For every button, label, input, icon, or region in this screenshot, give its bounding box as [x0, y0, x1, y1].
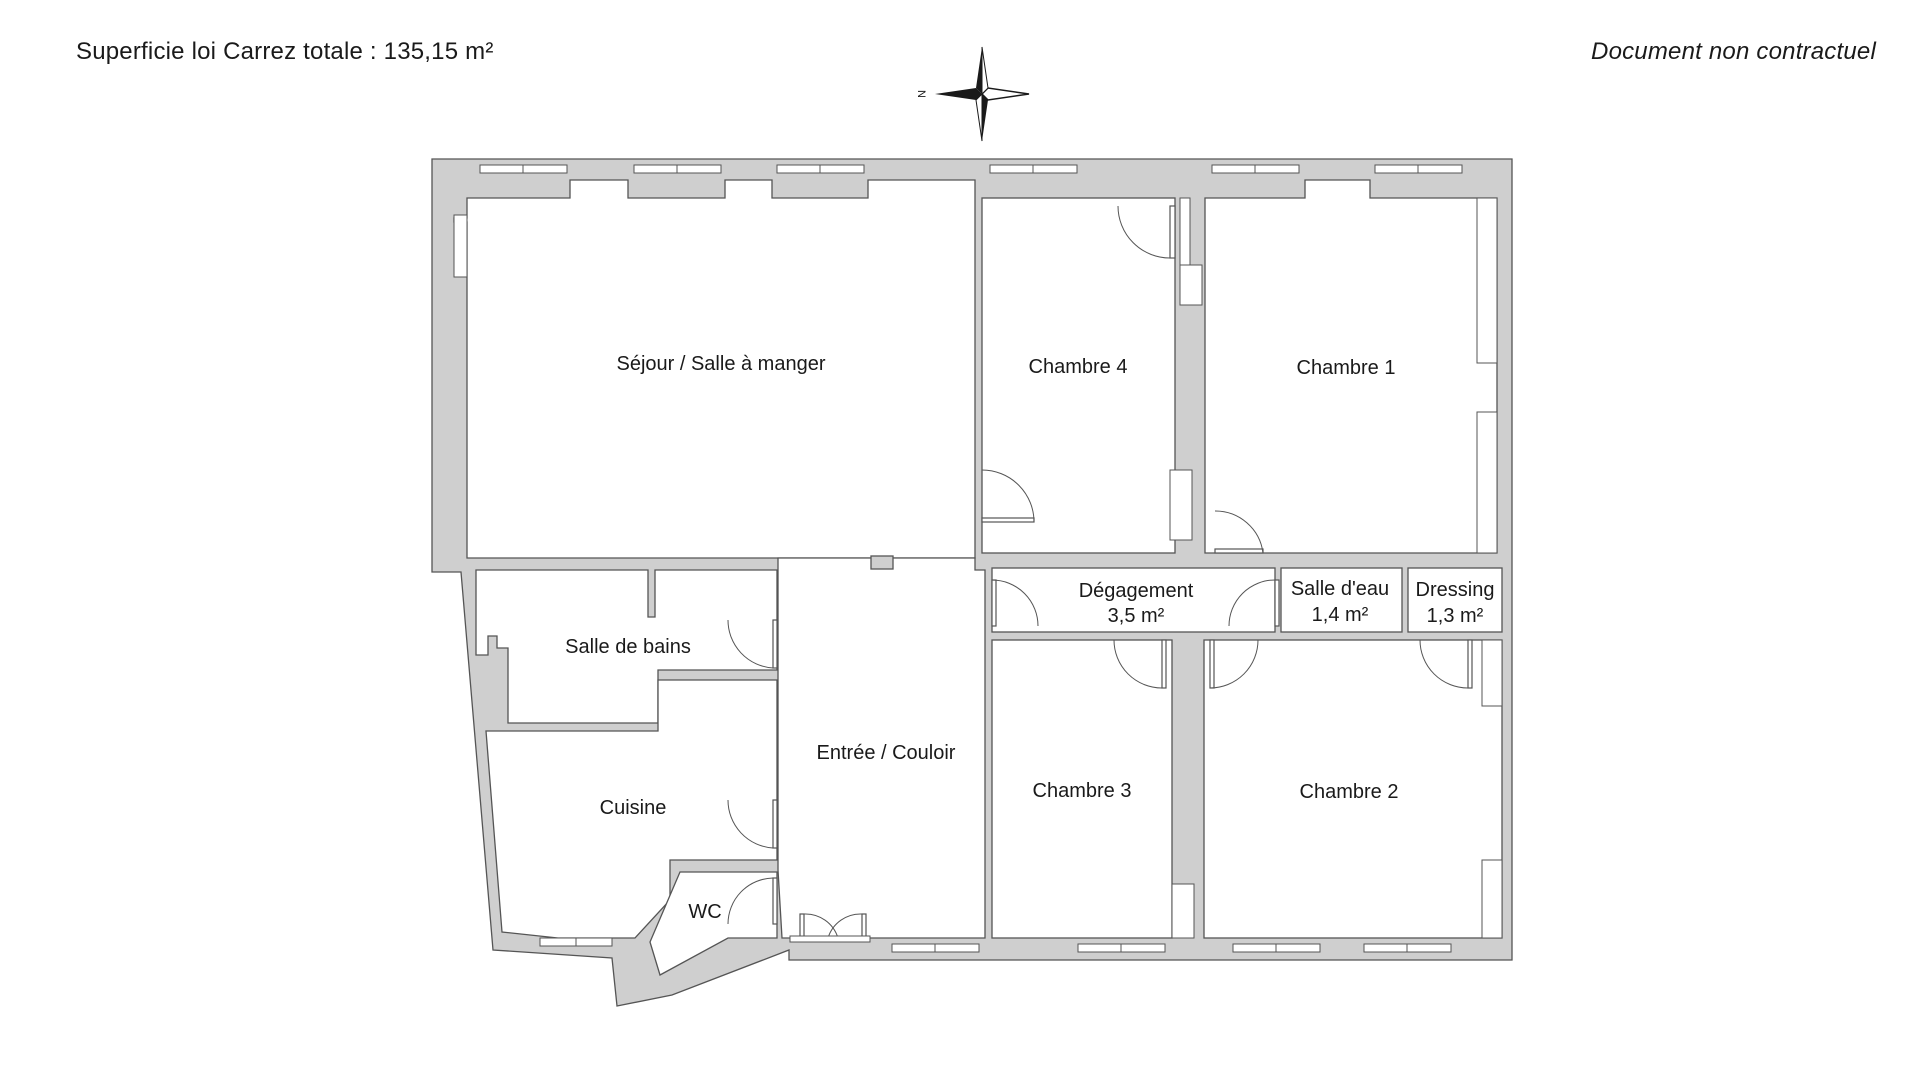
doors	[727, 205, 1473, 943]
chambre4-floor	[981, 197, 1176, 554]
room-label-degagement: Dégagement	[1079, 580, 1194, 602]
chambre1-floor	[1204, 179, 1498, 554]
room-area-salle-eau: 1,4 m²	[1312, 604, 1369, 626]
entree-floor	[777, 557, 986, 939]
disclaimer-label: Document non contractuel	[1591, 38, 1876, 65]
dressing-floor	[1407, 567, 1503, 633]
wc-floor	[649, 871, 778, 976]
room-label-dressing: Dressing	[1416, 579, 1495, 601]
chambre3-floor	[991, 639, 1173, 939]
room-label-chambre3: Chambre 3	[1033, 780, 1132, 802]
salle-eau-floor	[1280, 567, 1403, 633]
room-label-salle-bains: Salle de bains	[565, 636, 691, 658]
compass-north-letter: N	[915, 90, 927, 98]
compass-rose-icon: N	[915, 46, 1030, 142]
room-label-salle-eau: Salle d'eau	[1291, 578, 1389, 600]
room-label-chambre1: Chambre 1	[1297, 357, 1396, 379]
cuisine-floor	[485, 679, 778, 939]
room-label-cuisine: Cuisine	[600, 797, 667, 819]
room-label-sejour: Séjour / Salle à manger	[616, 353, 825, 375]
room-label-chambre2: Chambre 2	[1300, 781, 1399, 803]
room-label-entree: Entrée / Couloir	[817, 742, 956, 764]
column	[870, 555, 894, 570]
windows	[453, 164, 1503, 953]
total-surface-label: Superficie loi Carrez totale : 135,15 m²	[76, 38, 494, 65]
room-area-dressing: 1,3 m²	[1427, 605, 1484, 627]
room-label-chambre4: Chambre 4	[1029, 356, 1128, 378]
chambre2-floor	[1203, 639, 1503, 939]
room-area-degagement: 3,5 m²	[1108, 605, 1165, 627]
room-label-wc: WC	[688, 901, 721, 923]
